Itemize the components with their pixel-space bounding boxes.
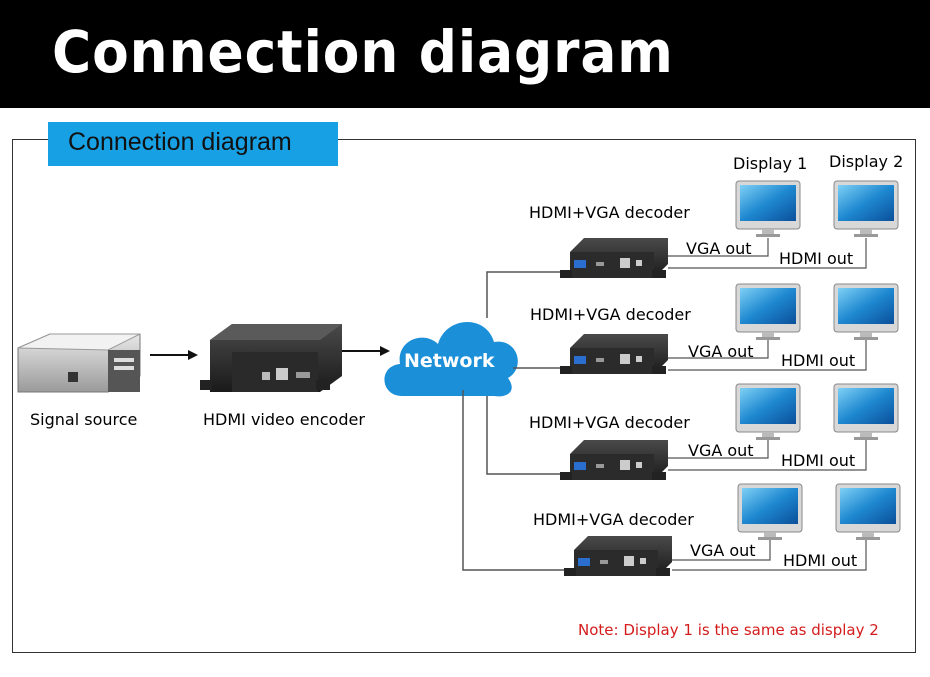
display-1-monitor-row-3 [735,383,801,441]
decoder-label-3: HDMI+VGA decoder [529,413,690,432]
display-2-label: Display 2 [829,152,904,171]
network-lines [462,271,564,571]
signal-source-device [17,333,141,393]
decoder-device-2 [560,334,668,374]
arrow-encoder-to-network [342,346,390,356]
display-2-monitor-row-1 [833,180,899,238]
decoder-label-2: HDMI+VGA decoder [530,305,691,324]
section-label: Connection diagram [68,128,292,156]
display-2-monitor-row-2 [833,283,899,341]
page-title: Connection diagram [52,18,674,86]
output-lines [668,238,867,571]
hdmi-out-label-3: HDMI out [781,451,856,470]
title-banner: Connection diagram [0,0,930,108]
display-1-monitor-row-4 [737,483,803,541]
hdmi-out-label-1: HDMI out [779,249,854,268]
decoder-device-1 [560,238,668,278]
display-2-monitor-row-3 [833,383,899,441]
vga-out-label-1: VGA out [686,239,752,258]
vga-out-label-2: VGA out [688,342,754,361]
display-1-monitor-row-2 [735,283,801,341]
decoder-label-4: HDMI+VGA decoder [533,510,694,529]
vga-out-label-4: VGA out [690,541,756,560]
arrow-source-to-encoder [150,350,198,360]
vga-out-label-3: VGA out [688,441,754,460]
decoder-device-3 [560,440,668,480]
display-1-monitor-row-1 [735,180,801,238]
decoder-label-1: HDMI+VGA decoder [529,203,690,222]
hdmi-out-label-4: HDMI out [783,551,858,570]
display-2-monitor-row-4 [835,483,901,541]
display-1-label: Display 1 [733,154,808,173]
signal-source-label: Signal source [30,410,138,429]
diagram-frame [12,139,916,653]
note-text: Note: Display 1 is the same as display 2 [578,621,879,639]
encoder-label: HDMI video encoder [203,410,365,429]
decoder-device-4 [564,536,672,576]
encoder-device [200,324,342,392]
network-cloud [384,321,518,397]
hdmi-out-label-2: HDMI out [781,351,856,370]
network-label: Network [404,350,495,372]
section-label-box: Connection diagram [48,122,338,166]
